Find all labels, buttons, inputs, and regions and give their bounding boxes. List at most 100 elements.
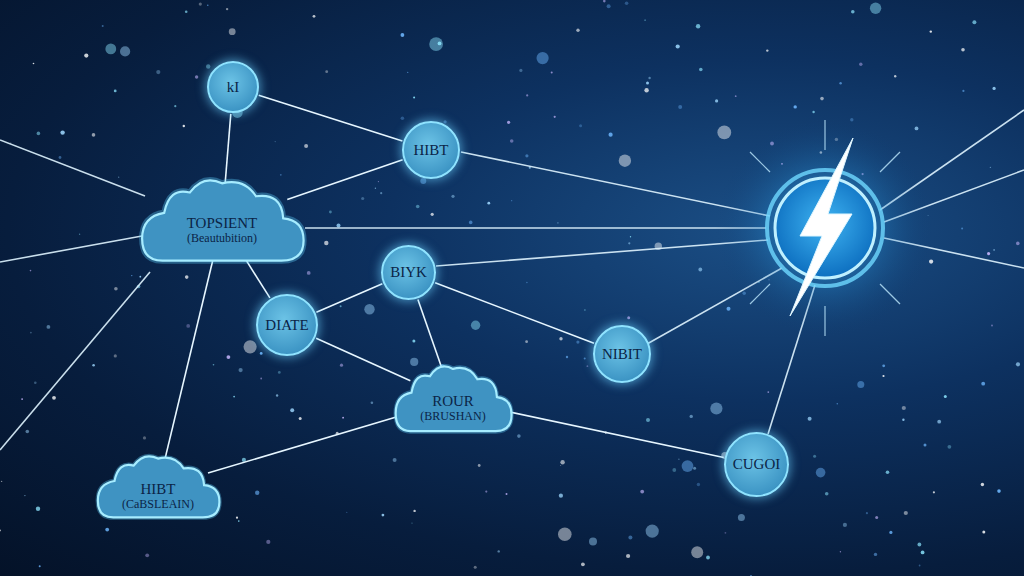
star-dot xyxy=(325,70,328,73)
star-dot xyxy=(693,467,696,470)
star-dot xyxy=(304,144,308,148)
star-dot xyxy=(324,241,328,245)
star-dot xyxy=(648,77,650,79)
star-dot xyxy=(105,528,109,532)
star-dot xyxy=(825,492,829,496)
text-stack: CUGOI xyxy=(733,456,781,473)
star-dot xyxy=(145,553,149,557)
star-dot xyxy=(471,321,480,330)
star-dot xyxy=(207,5,208,6)
connector-line xyxy=(418,299,443,371)
star-dot xyxy=(52,396,56,400)
star-dot xyxy=(557,222,559,224)
node-subtitle: (CaBSLEAIN) xyxy=(122,498,194,511)
cloud-node: HIBT(CaBSLEAIN) xyxy=(94,453,222,523)
star-dot xyxy=(672,468,676,472)
star-dot xyxy=(411,523,412,524)
star-dot xyxy=(840,551,841,552)
star-dot xyxy=(233,396,235,398)
star-dot xyxy=(837,403,839,405)
star-dot xyxy=(843,523,847,527)
star-dot xyxy=(990,167,991,168)
star-dot xyxy=(581,562,585,566)
star-dot xyxy=(924,443,927,446)
lightning-hub xyxy=(715,118,935,338)
star-dot xyxy=(851,10,855,14)
star-dot xyxy=(244,340,257,353)
star-dot xyxy=(413,510,415,512)
star-dot xyxy=(904,511,908,515)
star-dot xyxy=(92,133,96,137)
star-dot xyxy=(813,455,816,458)
text-stack: HIBT(CaBSLEAIN) xyxy=(122,481,194,511)
node-subtitle: (Beautubition) xyxy=(187,232,258,245)
star-dot xyxy=(560,460,564,464)
star-dot xyxy=(37,132,41,136)
star-dot xyxy=(26,430,30,434)
star-dot xyxy=(229,28,236,35)
star-dot xyxy=(361,197,364,200)
star-dot xyxy=(794,105,797,108)
star-dot xyxy=(558,527,572,541)
star-dot xyxy=(416,205,420,209)
star-dot xyxy=(589,538,597,546)
star-dot xyxy=(275,141,276,142)
star-dot xyxy=(948,445,952,449)
star-dot xyxy=(646,82,649,85)
star-dot xyxy=(839,82,841,84)
star-dot xyxy=(525,154,528,157)
star-dot xyxy=(875,516,878,519)
star-dot xyxy=(36,507,40,511)
star-dot xyxy=(337,224,341,228)
star-dot xyxy=(619,155,631,167)
star-dot xyxy=(886,470,890,474)
star-dot xyxy=(114,287,118,291)
node-title: NIBIT xyxy=(602,346,642,363)
text-stack: ROUR(BRUSHAN) xyxy=(420,393,485,423)
star-dot xyxy=(554,116,556,118)
connector-line xyxy=(208,415,404,473)
connector xyxy=(435,283,594,344)
star-dot xyxy=(380,192,382,194)
star-dot xyxy=(485,491,487,493)
star-dot xyxy=(105,44,116,55)
circle-node: kI xyxy=(207,61,259,113)
star-dot xyxy=(576,29,579,32)
text-stack: kI xyxy=(227,79,240,96)
star-dot xyxy=(186,324,190,328)
node-title: CUGOI xyxy=(733,456,781,473)
star-dot xyxy=(102,25,104,27)
star-dot xyxy=(537,52,549,64)
star-dot xyxy=(498,550,500,552)
star-dot xyxy=(24,495,25,496)
star-dot xyxy=(47,325,51,329)
star-dot xyxy=(982,531,985,534)
connector-line xyxy=(316,284,382,313)
star-dot xyxy=(961,228,963,230)
star-dot xyxy=(902,419,904,421)
node-title: TOPSIENT xyxy=(187,215,258,232)
star-dot xyxy=(266,540,270,544)
star-dot xyxy=(697,483,700,486)
star-dot xyxy=(725,532,727,534)
connector-line xyxy=(164,260,212,461)
star-dot xyxy=(238,520,240,522)
star-dot xyxy=(118,177,119,178)
star-dot xyxy=(143,436,146,439)
star-dot xyxy=(429,37,443,51)
star-dot xyxy=(727,307,731,311)
star-dot xyxy=(644,19,646,21)
star-dot xyxy=(507,121,510,124)
connector xyxy=(316,284,382,313)
star-dot xyxy=(820,97,824,101)
star-dot xyxy=(706,556,710,560)
star-dot xyxy=(766,49,768,51)
star-dot xyxy=(382,514,385,517)
text-stack: TOPSIENT(Beautubition) xyxy=(187,215,258,245)
star-dot xyxy=(255,491,259,495)
connector-line xyxy=(259,95,403,141)
node-subtitle: (BRUSHAN) xyxy=(420,410,485,423)
star-dot xyxy=(921,551,925,555)
text-stack: NIBIT xyxy=(602,346,642,363)
